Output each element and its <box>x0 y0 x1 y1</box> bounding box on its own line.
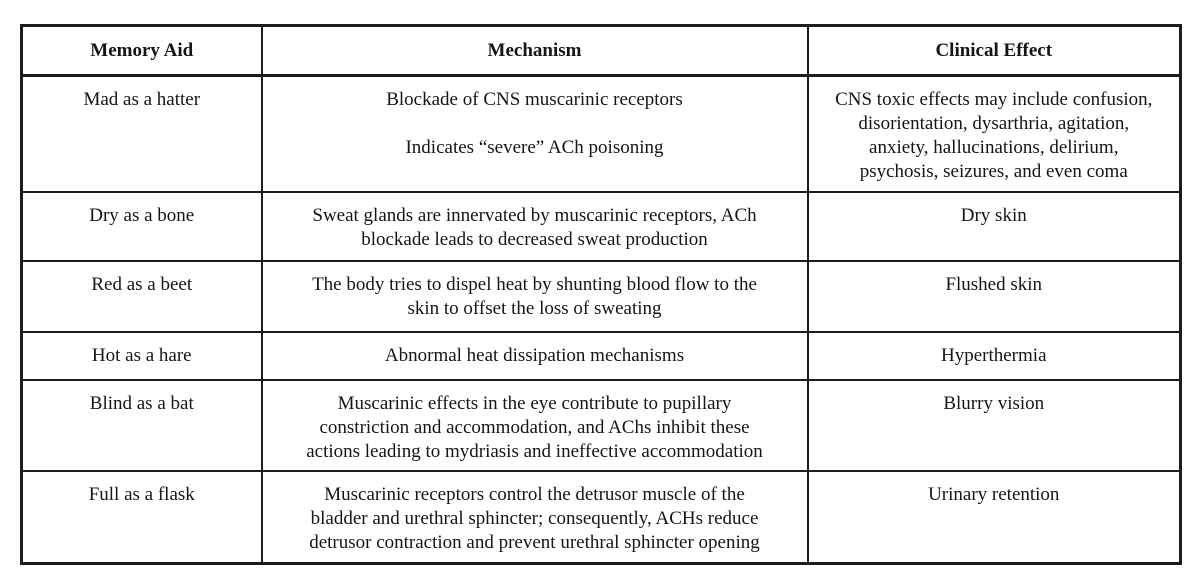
table-row: Full as a flask Muscarinic receptors con… <box>20 469 1182 565</box>
document-page: Memory Aid Mechanism Clinical Effect Mad… <box>20 24 1182 565</box>
column-header-clinical-effect: Clinical Effect <box>806 24 1182 77</box>
memory-aid-cell: Mad as a hatter <box>20 74 263 193</box>
memory-aid-cell: Dry as a bone <box>20 190 263 262</box>
table-row: Dry as a bone Sweat glands are innervate… <box>20 190 1182 262</box>
clinical-effect-cell: Blurry vision <box>806 378 1182 472</box>
memory-aid-cell: Red as a beet <box>20 259 263 333</box>
clinical-effect-cell: Hyperthermia <box>806 330 1182 381</box>
column-header-mechanism: Mechanism <box>260 24 809 77</box>
memory-aid-cell: Full as a flask <box>20 469 263 565</box>
table-row: Blind as a bat Muscarinic effects in the… <box>20 378 1182 472</box>
memory-aid-cell: Blind as a bat <box>20 378 263 472</box>
header-row: Memory Aid Mechanism Clinical Effect <box>20 24 1182 77</box>
mechanism-cell: Sweat glands are innervated by muscarini… <box>260 190 809 262</box>
mechanism-cell: Muscarinic receptors control the detruso… <box>260 469 809 565</box>
anticholinergic-mnemonic-table: Memory Aid Mechanism Clinical Effect Mad… <box>20 24 1182 565</box>
clinical-effect-cell: Urinary retention <box>806 469 1182 565</box>
mechanism-cell: Abnormal heat dissipation mechanisms <box>260 330 809 381</box>
mechanism-cell: The body tries to dispel heat by shuntin… <box>260 259 809 333</box>
mechanism-cell: Blockade of CNS muscarinic receptors Ind… <box>260 74 809 193</box>
mechanism-cell: Muscarinic effects in the eye contribute… <box>260 378 809 472</box>
clinical-effect-cell: CNS toxic effects may include confusion,… <box>806 74 1182 193</box>
clinical-effect-cell: Dry skin <box>806 190 1182 262</box>
memory-aid-cell: Hot as a hare <box>20 330 263 381</box>
clinical-effect-cell: Flushed skin <box>806 259 1182 333</box>
table-row: Mad as a hatter Blockade of CNS muscarin… <box>20 74 1182 193</box>
column-header-memory-aid: Memory Aid <box>20 24 263 77</box>
table-row: Red as a beet The body tries to dispel h… <box>20 259 1182 333</box>
table-row: Hot as a hare Abnormal heat dissipation … <box>20 330 1182 381</box>
